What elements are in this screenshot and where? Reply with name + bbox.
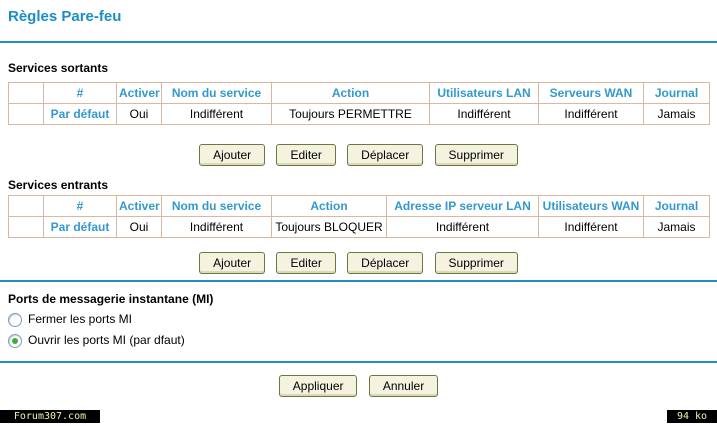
outbound-button-row: Ajouter Editer Déplacer Supprimer	[0, 144, 717, 166]
divider	[0, 361, 717, 363]
cell-select	[8, 216, 44, 238]
footer-button-row: Appliquer Annuler	[0, 375, 717, 397]
header-cell-lan-users: Utilisateurs LAN	[429, 82, 539, 104]
delete-button-outbound[interactable]: Supprimer	[434, 144, 518, 166]
radio-label: Fermer les ports MI	[28, 312, 133, 326]
cell-service-name: Indifférent	[161, 216, 272, 238]
section-title-outbound: Services sortants	[8, 61, 109, 75]
table-row: Par défaut Oui Indifférent Toujours BLOQ…	[8, 216, 710, 238]
header-cell-wan-users: Utilisateurs WAN	[538, 195, 644, 217]
divider	[0, 280, 717, 282]
header-cell-enable: Activer	[116, 195, 162, 217]
cell-lan-users: Indifférent	[429, 103, 539, 125]
move-button-outbound[interactable]: Déplacer	[347, 144, 424, 166]
delete-button-inbound[interactable]: Supprimer	[434, 252, 518, 274]
cell-action: Toujours PERMETTRE	[271, 103, 430, 125]
im-ports-title: Ports de messagerie instantane (MI)	[8, 292, 214, 306]
cell-action: Toujours BLOQUER	[271, 216, 387, 238]
cell-number: Par défaut	[43, 216, 117, 238]
radio-option-close-im-ports[interactable]: Fermer les ports MI	[8, 312, 717, 327]
inbound-button-row: Ajouter Editer Déplacer Supprimer	[0, 252, 717, 274]
header-cell-select	[8, 195, 44, 217]
cell-lan-server-ip: Indifférent	[386, 216, 539, 238]
table-header-row: # Activer Nom du service Action Utilisat…	[8, 82, 710, 104]
move-button-inbound[interactable]: Déplacer	[347, 252, 424, 274]
edit-button-outbound[interactable]: Editer	[276, 144, 336, 166]
table-header-row: # Activer Nom du service Action Adresse …	[8, 195, 710, 217]
header-cell-enable: Activer	[116, 82, 162, 104]
cell-enable: Oui	[116, 216, 162, 238]
header-cell-lan-server-ip: Adresse IP serveur LAN	[386, 195, 539, 217]
table-row: Par défaut Oui Indifférent Toujours PERM…	[8, 103, 710, 125]
header-cell-wan-servers: Serveurs WAN	[538, 82, 644, 104]
header-cell-action: Action	[271, 195, 387, 217]
status-bar-size: 94 ko	[667, 410, 717, 423]
cell-wan-servers: Indifférent	[538, 103, 644, 125]
header-cell-service-name: Nom du service	[161, 195, 272, 217]
radio-label: Ouvrir les ports MI (par dfaut)	[28, 333, 185, 347]
cell-number: Par défaut	[43, 103, 117, 125]
cell-enable: Oui	[116, 103, 162, 125]
header-cell-log: Journal	[643, 195, 710, 217]
radio-checked-icon[interactable]	[8, 333, 22, 348]
header-cell-number: #	[43, 195, 117, 217]
inbound-services-table: # Activer Nom du service Action Adresse …	[8, 195, 710, 238]
cell-log: Jamais	[643, 216, 710, 238]
edit-button-inbound[interactable]: Editer	[276, 252, 336, 274]
header-cell-service-name: Nom du service	[161, 82, 272, 104]
add-button-inbound[interactable]: Ajouter	[199, 252, 266, 274]
add-button-outbound[interactable]: Ajouter	[199, 144, 266, 166]
section-title-inbound: Services entrants	[8, 178, 109, 192]
apply-button[interactable]: Appliquer	[278, 375, 358, 397]
header-cell-action: Action	[271, 82, 430, 104]
cell-wan-users: Indifférent	[538, 216, 644, 238]
cell-log: Jamais	[643, 103, 710, 125]
radio-icon[interactable]	[8, 312, 22, 327]
divider	[0, 41, 717, 43]
status-bar-watermark: Forum307.com	[0, 410, 100, 423]
radio-option-open-im-ports[interactable]: Ouvrir les ports MI (par dfaut)	[8, 333, 717, 348]
cancel-button[interactable]: Annuler	[368, 375, 439, 397]
cell-service-name: Indifférent	[161, 103, 272, 125]
header-cell-select	[8, 82, 44, 104]
cell-select	[8, 103, 44, 125]
header-cell-log: Journal	[643, 82, 710, 104]
outbound-services-table: # Activer Nom du service Action Utilisat…	[8, 82, 710, 125]
header-cell-number: #	[43, 82, 117, 104]
page-title: Règles Pare-feu	[8, 8, 122, 25]
